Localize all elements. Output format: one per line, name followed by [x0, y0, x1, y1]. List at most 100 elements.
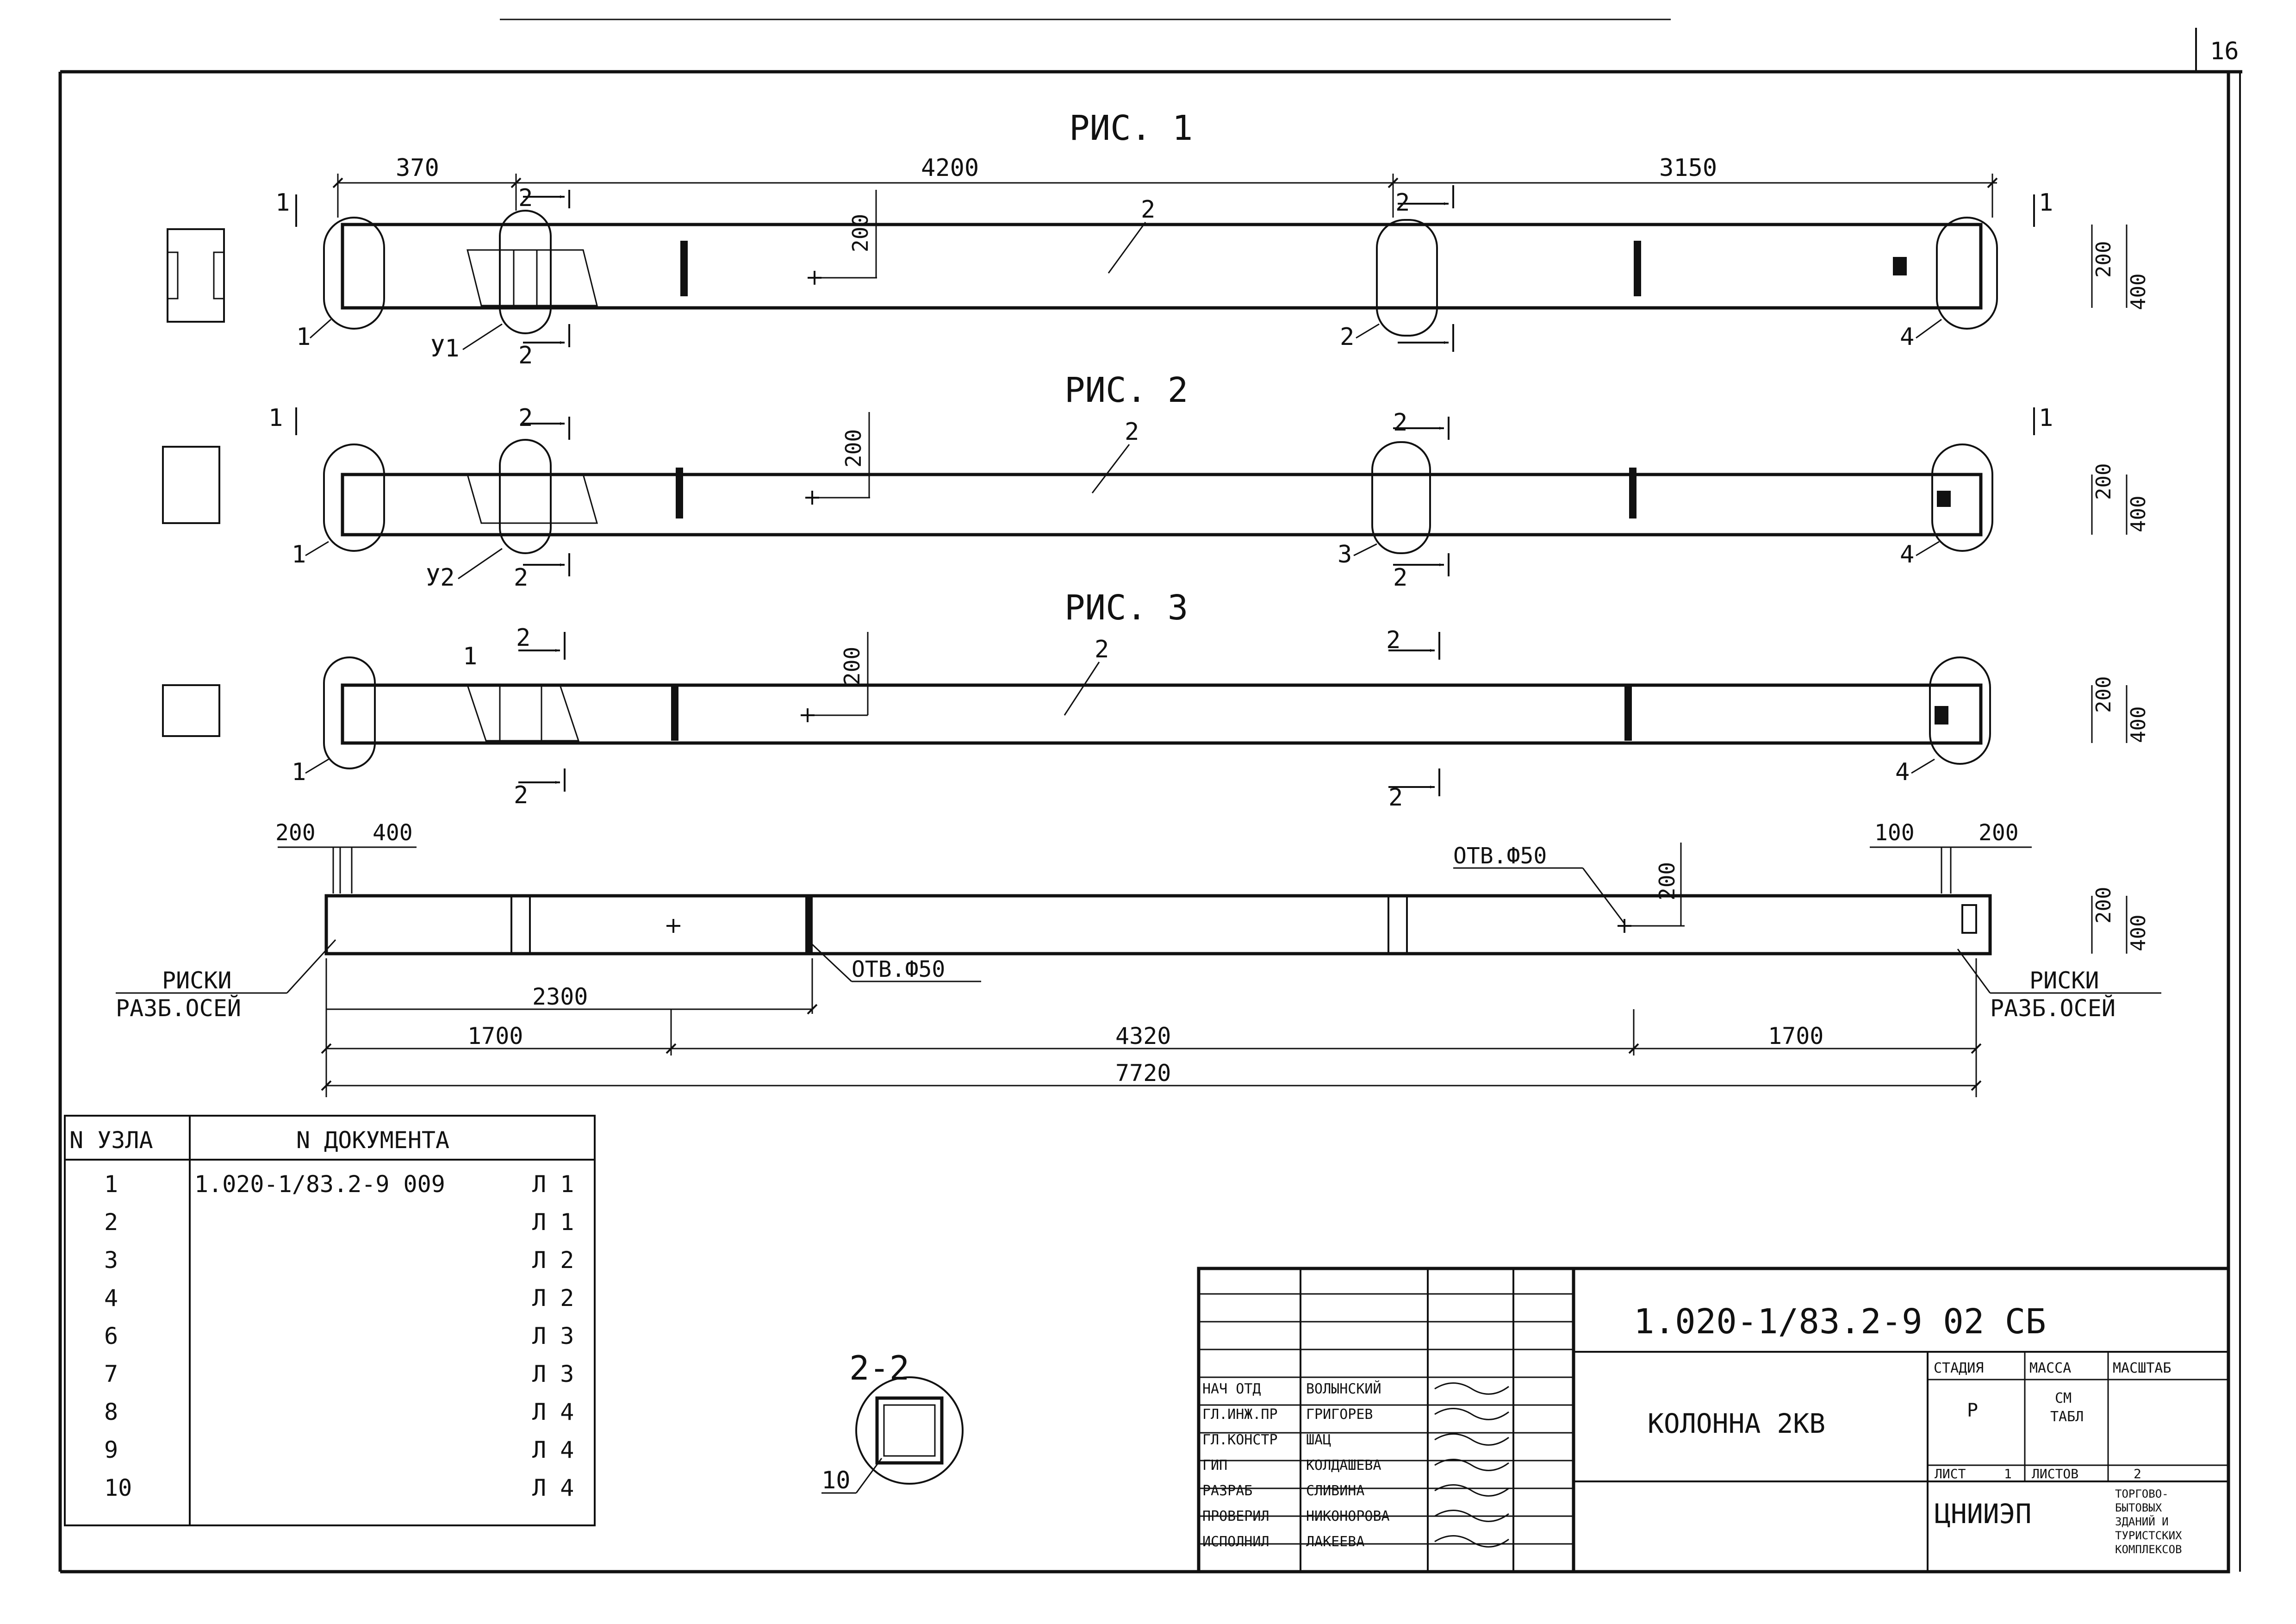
signature-role: ГЛ.ИНЖ.ПР: [1202, 1406, 1278, 1423]
figure-2-title: РИС. 2: [1064, 370, 1188, 410]
fig2-callout-u2: У2: [426, 564, 455, 592]
node-table-sheet: Л 1: [532, 1171, 574, 1198]
elevation-view: 200 400 100 200 ОТВ.Ф50 200 ОТВ.Ф50 200 …: [116, 820, 2161, 1097]
elev-dim-top-100: 100: [1874, 820, 1915, 846]
fig2-dim-hole-height: 200: [841, 429, 866, 468]
section-label: 2-2: [849, 1349, 909, 1387]
fig1-callout-node-2: 2: [1340, 323, 1354, 351]
page-number: 16: [2210, 37, 2239, 65]
signature-scribble: [1434, 1484, 1509, 1497]
elev-dim-hole-200: 200: [1655, 862, 1680, 900]
node-table-node: 1: [104, 1171, 118, 1198]
fig3-beam: [341, 683, 1983, 745]
fig1-dim-3150: 3150: [1659, 154, 1717, 182]
signature-name: ВОЛЫНСКИЙ: [1306, 1380, 1381, 1397]
fig1-end-section-sketch: [167, 228, 225, 323]
fig2-callout-1-right: 1: [2039, 404, 2053, 432]
signature-scribble: [1434, 1433, 1509, 1446]
fig3-callout-2d: 2: [1388, 784, 1403, 812]
fig2-callout-2d: 2: [1393, 564, 1407, 592]
node-table-header-node: N УЗЛА: [69, 1127, 153, 1154]
node-table: N УЗЛА N ДОКУМЕНТА: [64, 1115, 596, 1526]
fig1-node-1-outline: [323, 217, 385, 330]
node-table-sheet: Л 3: [532, 1323, 574, 1349]
fig1-beam: [341, 223, 1983, 310]
node-table-sheet: Л 2: [532, 1247, 574, 1274]
org-sub-4: ТУРИСТСКИХ: [2115, 1529, 2182, 1542]
node-table-node: 6: [104, 1323, 118, 1349]
elev-dim-top-400: 400: [373, 820, 413, 846]
fig1-callout-2a: 2: [518, 184, 533, 212]
signature-scribble: [1434, 1510, 1509, 1522]
elev-marks-left-1: РИСКИ: [162, 967, 232, 994]
stage-value: Р: [1967, 1400, 1978, 1421]
signature-name: НИКОНОРОВА: [1306, 1508, 1390, 1524]
elev-marks-left-2: РАЗБ.ОСЕЙ: [116, 994, 241, 1022]
node-table-sheet: Л 4: [532, 1474, 574, 1501]
sheet-label: ЛИСТ: [1935, 1466, 1966, 1481]
signature-scribble: [1434, 1535, 1509, 1548]
signature-scribble: [1434, 1459, 1509, 1471]
figure-1-title: РИС. 1: [1069, 108, 1193, 148]
fig2-callout-2b: 2: [1393, 409, 1407, 437]
signature-name: КОЛДАШЕВА: [1306, 1457, 1381, 1474]
fig2-callout-node-3: 3: [1338, 541, 1352, 568]
section-2-2: 2-2 10: [821, 1349, 964, 1494]
fig2-beam: [341, 473, 1983, 537]
node-table-header-doc: N ДОКУМЕНТА: [296, 1127, 449, 1154]
elev-dim-2300: 2300: [532, 983, 588, 1010]
fig3-callout-node-1: 1: [292, 758, 306, 786]
fig1-callout-node-4: 4: [1900, 323, 1914, 351]
fig2-callout-beam-2: 2: [1125, 418, 1139, 446]
elev-dim-right-400: 400: [2127, 915, 2150, 951]
elev-hole-label-right: ОТВ.Ф50: [1453, 843, 1547, 869]
signature-name: ГРИГОРЕВ: [1306, 1406, 1373, 1423]
org-sub-5: КОМПЛЕКСОВ: [2115, 1543, 2182, 1556]
fig1-dim-4200: 4200: [921, 154, 979, 182]
fig1-node-2-outline: [499, 210, 552, 334]
signature-role: ГЛ.КОНСТР: [1202, 1432, 1278, 1448]
signature-scribble: [1434, 1382, 1509, 1395]
section-callout-10: 10: [821, 1467, 851, 1494]
fig1-callout-beam-2: 2: [1141, 196, 1155, 224]
elev-dim-right-200: 200: [2092, 887, 2116, 924]
mass-header: МАССА: [2029, 1360, 2071, 1376]
elev-dim-1700-left: 1700: [467, 1023, 523, 1049]
elev-marks-right-2: РАЗБ.ОСЕЙ: [1990, 994, 2116, 1022]
node-table-node: 10: [104, 1474, 132, 1501]
fig3-callout-beam-2: 2: [1095, 636, 1109, 663]
signature-role: НАЧ ОТД: [1202, 1381, 1261, 1397]
fig1-callout-2c: 2: [518, 342, 533, 369]
node-table-doc: 1.020-1/83.2-9 009: [194, 1171, 445, 1198]
fig1-dim-370: 370: [396, 154, 439, 182]
node-table-node: 3: [104, 1247, 118, 1274]
signature-role: РАЗРАБ: [1202, 1483, 1252, 1499]
fig3-dim-hole-height: 200: [840, 647, 865, 685]
fig3-dim-right-400: 400: [2127, 706, 2150, 743]
fig3-end-section-sketch: [162, 684, 220, 737]
elev-dim-1700-right: 1700: [1768, 1023, 1823, 1049]
title-block: 1.020-1/83.2-9 02 СБ КОЛОННА 2КВ СТАДИЯ …: [1197, 1267, 2230, 1574]
node-table-sheet: Л 2: [532, 1285, 574, 1312]
elev-dim-top-200r: 200: [1979, 820, 2019, 846]
signature-role: ГИП: [1202, 1457, 1227, 1474]
fig3-callout-node-4: 4: [1895, 758, 1910, 786]
figure-3: 200 200 400 2 1 2 2 1 2 2 4: [162, 624, 2150, 812]
fig2-callout-2c: 2: [514, 564, 528, 592]
node-table-node: 4: [104, 1285, 118, 1312]
mass-value-1: СМ: [2055, 1390, 2072, 1406]
elevation-beam: [324, 894, 1992, 956]
fig1-callout-1-top: 1: [275, 189, 290, 217]
title-block-signatures: НАЧ ОТД ВОЛЫНСКИЙ ГЛ.ИНЖ.ПР ГРИГОРЕВ ГЛ.КОНС…: [1199, 1293, 1574, 1550]
mass-value-2: ТАБЛ: [2050, 1409, 2084, 1425]
signature-scribble: [1434, 1408, 1509, 1420]
drawing-code: 1.020-1/83.2-9 02 СБ: [1634, 1302, 2046, 1342]
sheets-number: 2: [2134, 1466, 2141, 1481]
fig3-dim-right-200: 200: [2092, 676, 2116, 713]
fig1-callout-node-1: 1: [296, 323, 311, 351]
figure-2: 200 200 400 1 2 2 1 2 1 У2 2 3 2 4: [162, 404, 2150, 592]
node-table-node: 2: [104, 1209, 118, 1236]
figure-1: 370 4200 3150 200 200 400 1 2 2 1 2 1 У1…: [167, 154, 2150, 369]
fig2-dim-right-200: 200: [2092, 463, 2116, 500]
